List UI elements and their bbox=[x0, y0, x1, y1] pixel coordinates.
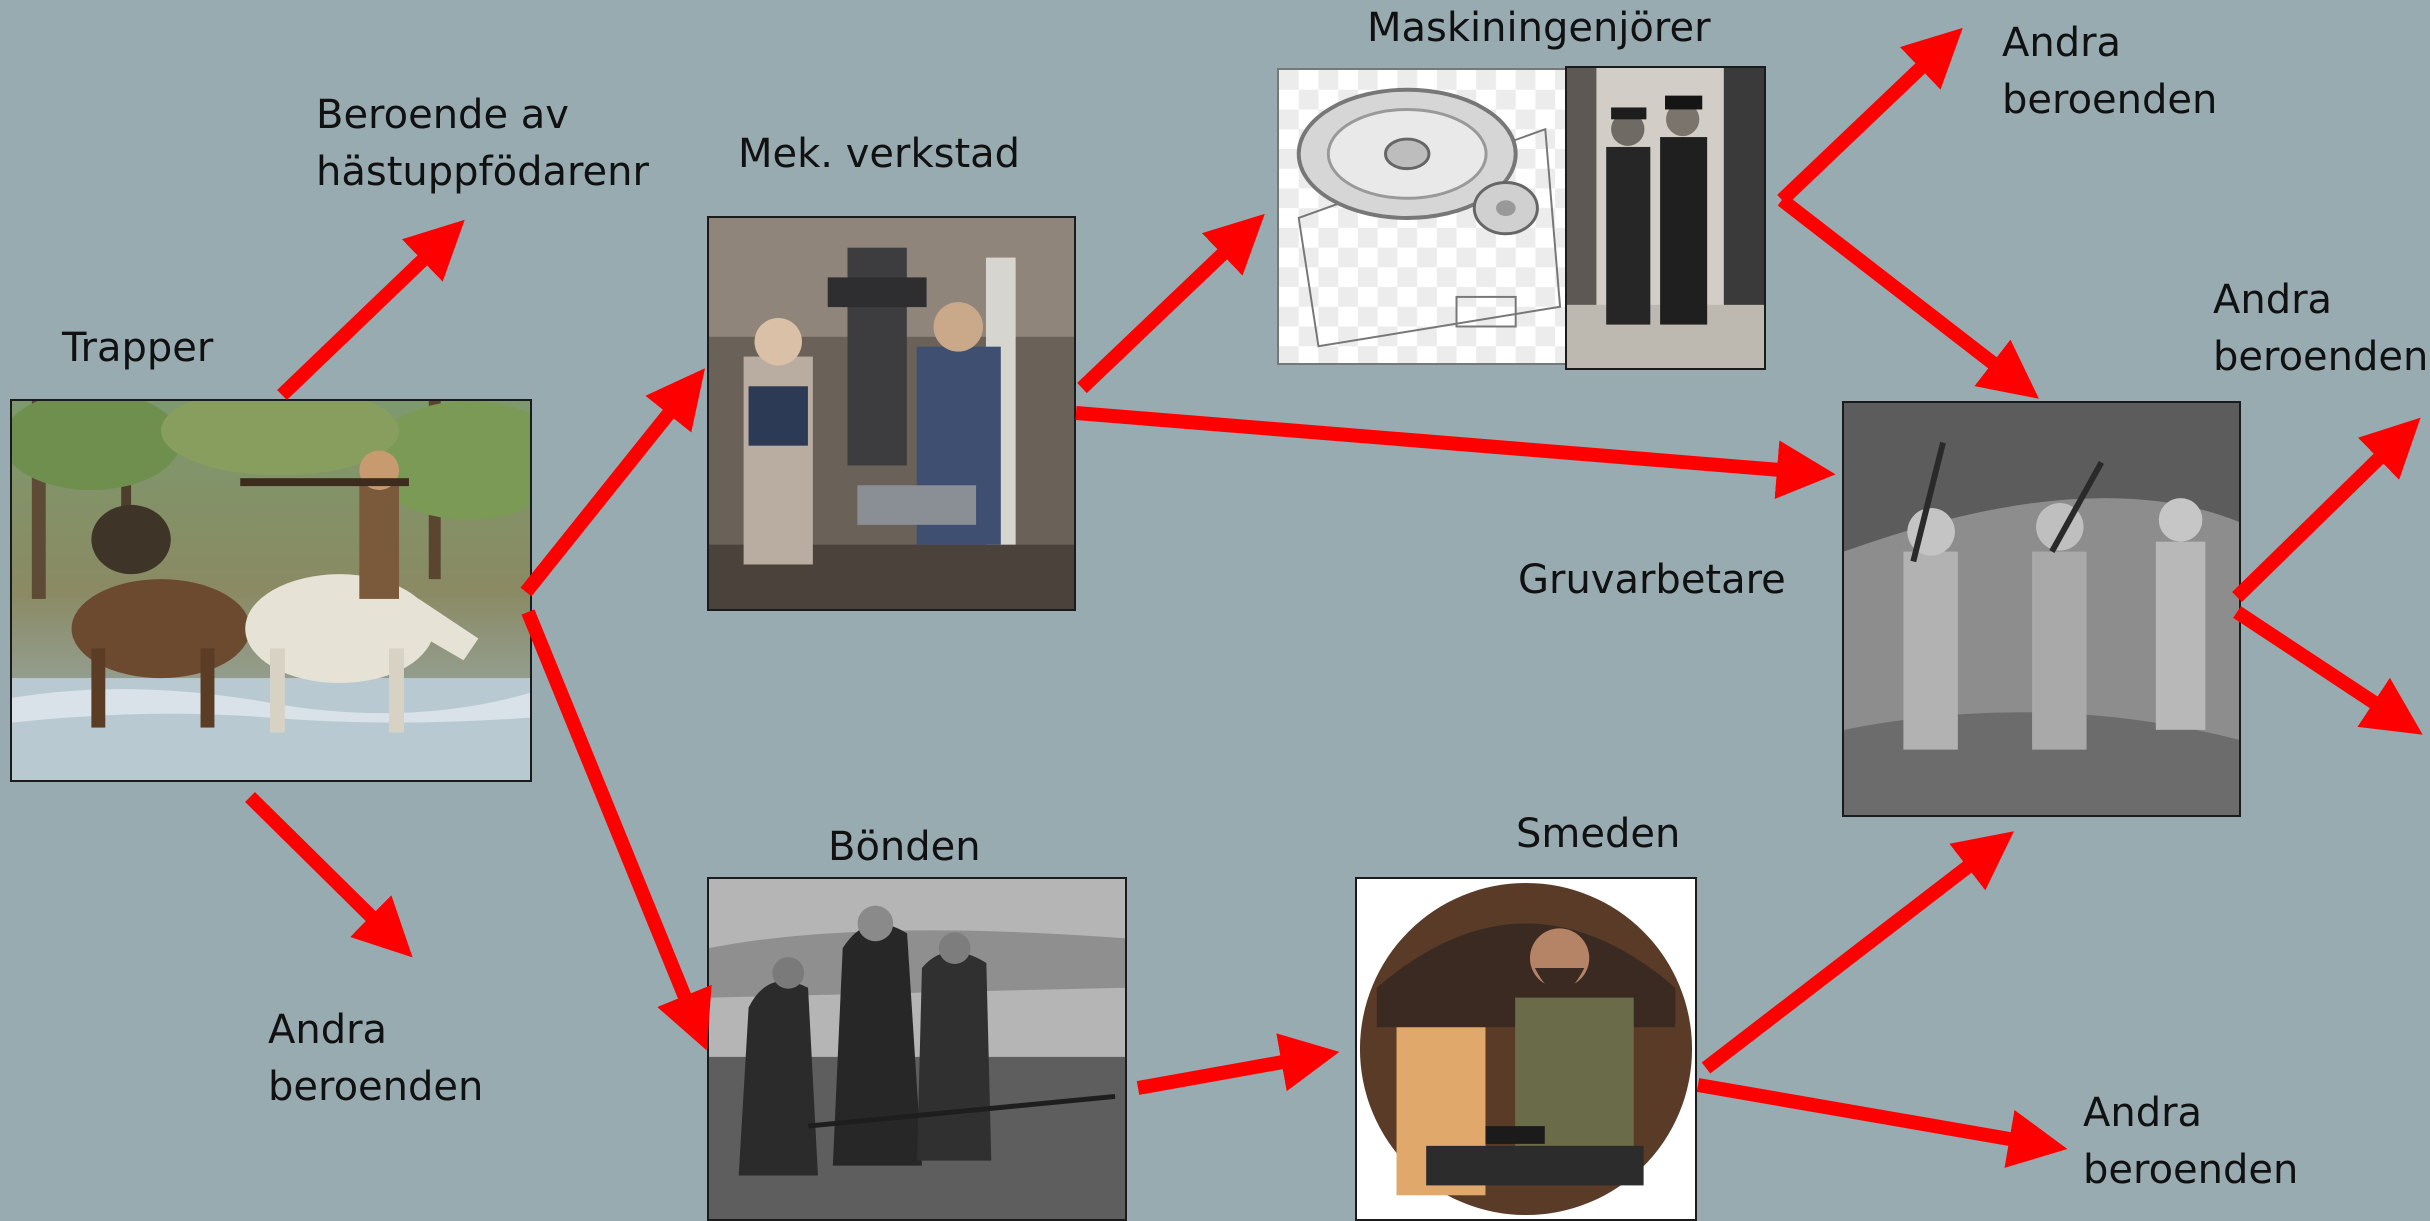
andra-line: Andra bbox=[2083, 1090, 2203, 1136]
beroenden-line: beroenden bbox=[268, 1064, 484, 1110]
andra-beroenden-right-label: Andra beroenden bbox=[2213, 272, 2428, 386]
farmers-photo bbox=[707, 877, 1127, 1221]
arrow-trapper-to-verkstad bbox=[520, 368, 706, 597]
arrow-smeden-to-gruvarbetare bbox=[1701, 831, 2014, 1074]
maskiningenjorer-label: Maskiningenjörer bbox=[1367, 5, 1711, 51]
arrow-gruvarbetare-up bbox=[2232, 417, 2421, 603]
gears-drawing-photo bbox=[1277, 68, 1567, 365]
arrow-verkstad-to-maskiningenjorer bbox=[1077, 213, 1265, 394]
andra-beroenden-left-label: Andra beroenden bbox=[268, 1002, 483, 1116]
smeden-label: Smeden bbox=[1516, 811, 1681, 857]
arrow-smeden-to-andra bbox=[1696, 1078, 2068, 1168]
beroende-av-line2: hästuppfödarenr bbox=[316, 149, 649, 195]
workshop-photo bbox=[707, 216, 1076, 611]
arrow-trapper-to-andra bbox=[245, 792, 413, 958]
beroende-av-label: Beroende av hästuppfödarenr bbox=[316, 87, 649, 201]
arrow-trapper-to-hastuppfodare bbox=[277, 219, 465, 401]
andra-line: Andra bbox=[268, 1007, 388, 1053]
arrow-maskiningenjorer-to-gruvarbetare bbox=[1777, 194, 2039, 399]
miners-photo bbox=[1842, 401, 2241, 817]
engineers-photo bbox=[1565, 66, 1766, 370]
andra-beroenden-top-label: Andra beroenden bbox=[2002, 15, 2217, 129]
trapper-photo bbox=[10, 399, 532, 782]
trapper-label: Trapper bbox=[62, 325, 214, 371]
andra-beroenden-bottom-label: Andra beroenden bbox=[2083, 1085, 2298, 1199]
arrow-verkstad-to-gruvarbetare bbox=[1075, 406, 1836, 499]
gruvarbetare-label: Gruvarbetare bbox=[1518, 557, 1786, 603]
beroenden-line: beroenden bbox=[2083, 1147, 2299, 1193]
mek-verkstad-label: Mek. verkstad bbox=[738, 131, 1021, 177]
andra-line: Andra bbox=[2002, 20, 2122, 66]
arrow-trapper-to-bonden bbox=[521, 609, 712, 1051]
arrow-bonden-to-smeden bbox=[1136, 1033, 1340, 1095]
arrow-maskiningenjorer-to-andra bbox=[1777, 27, 1963, 206]
beroenden-line: beroenden bbox=[2213, 334, 2429, 380]
beroende-av-line1: Beroende av bbox=[316, 92, 569, 138]
blacksmith-photo bbox=[1355, 877, 1697, 1221]
andra-line: Andra bbox=[2213, 277, 2333, 323]
bonden-label: Bönden bbox=[828, 824, 981, 870]
beroenden-line: beroenden bbox=[2002, 77, 2218, 123]
arrow-gruvarbetare-down bbox=[2233, 606, 2423, 735]
